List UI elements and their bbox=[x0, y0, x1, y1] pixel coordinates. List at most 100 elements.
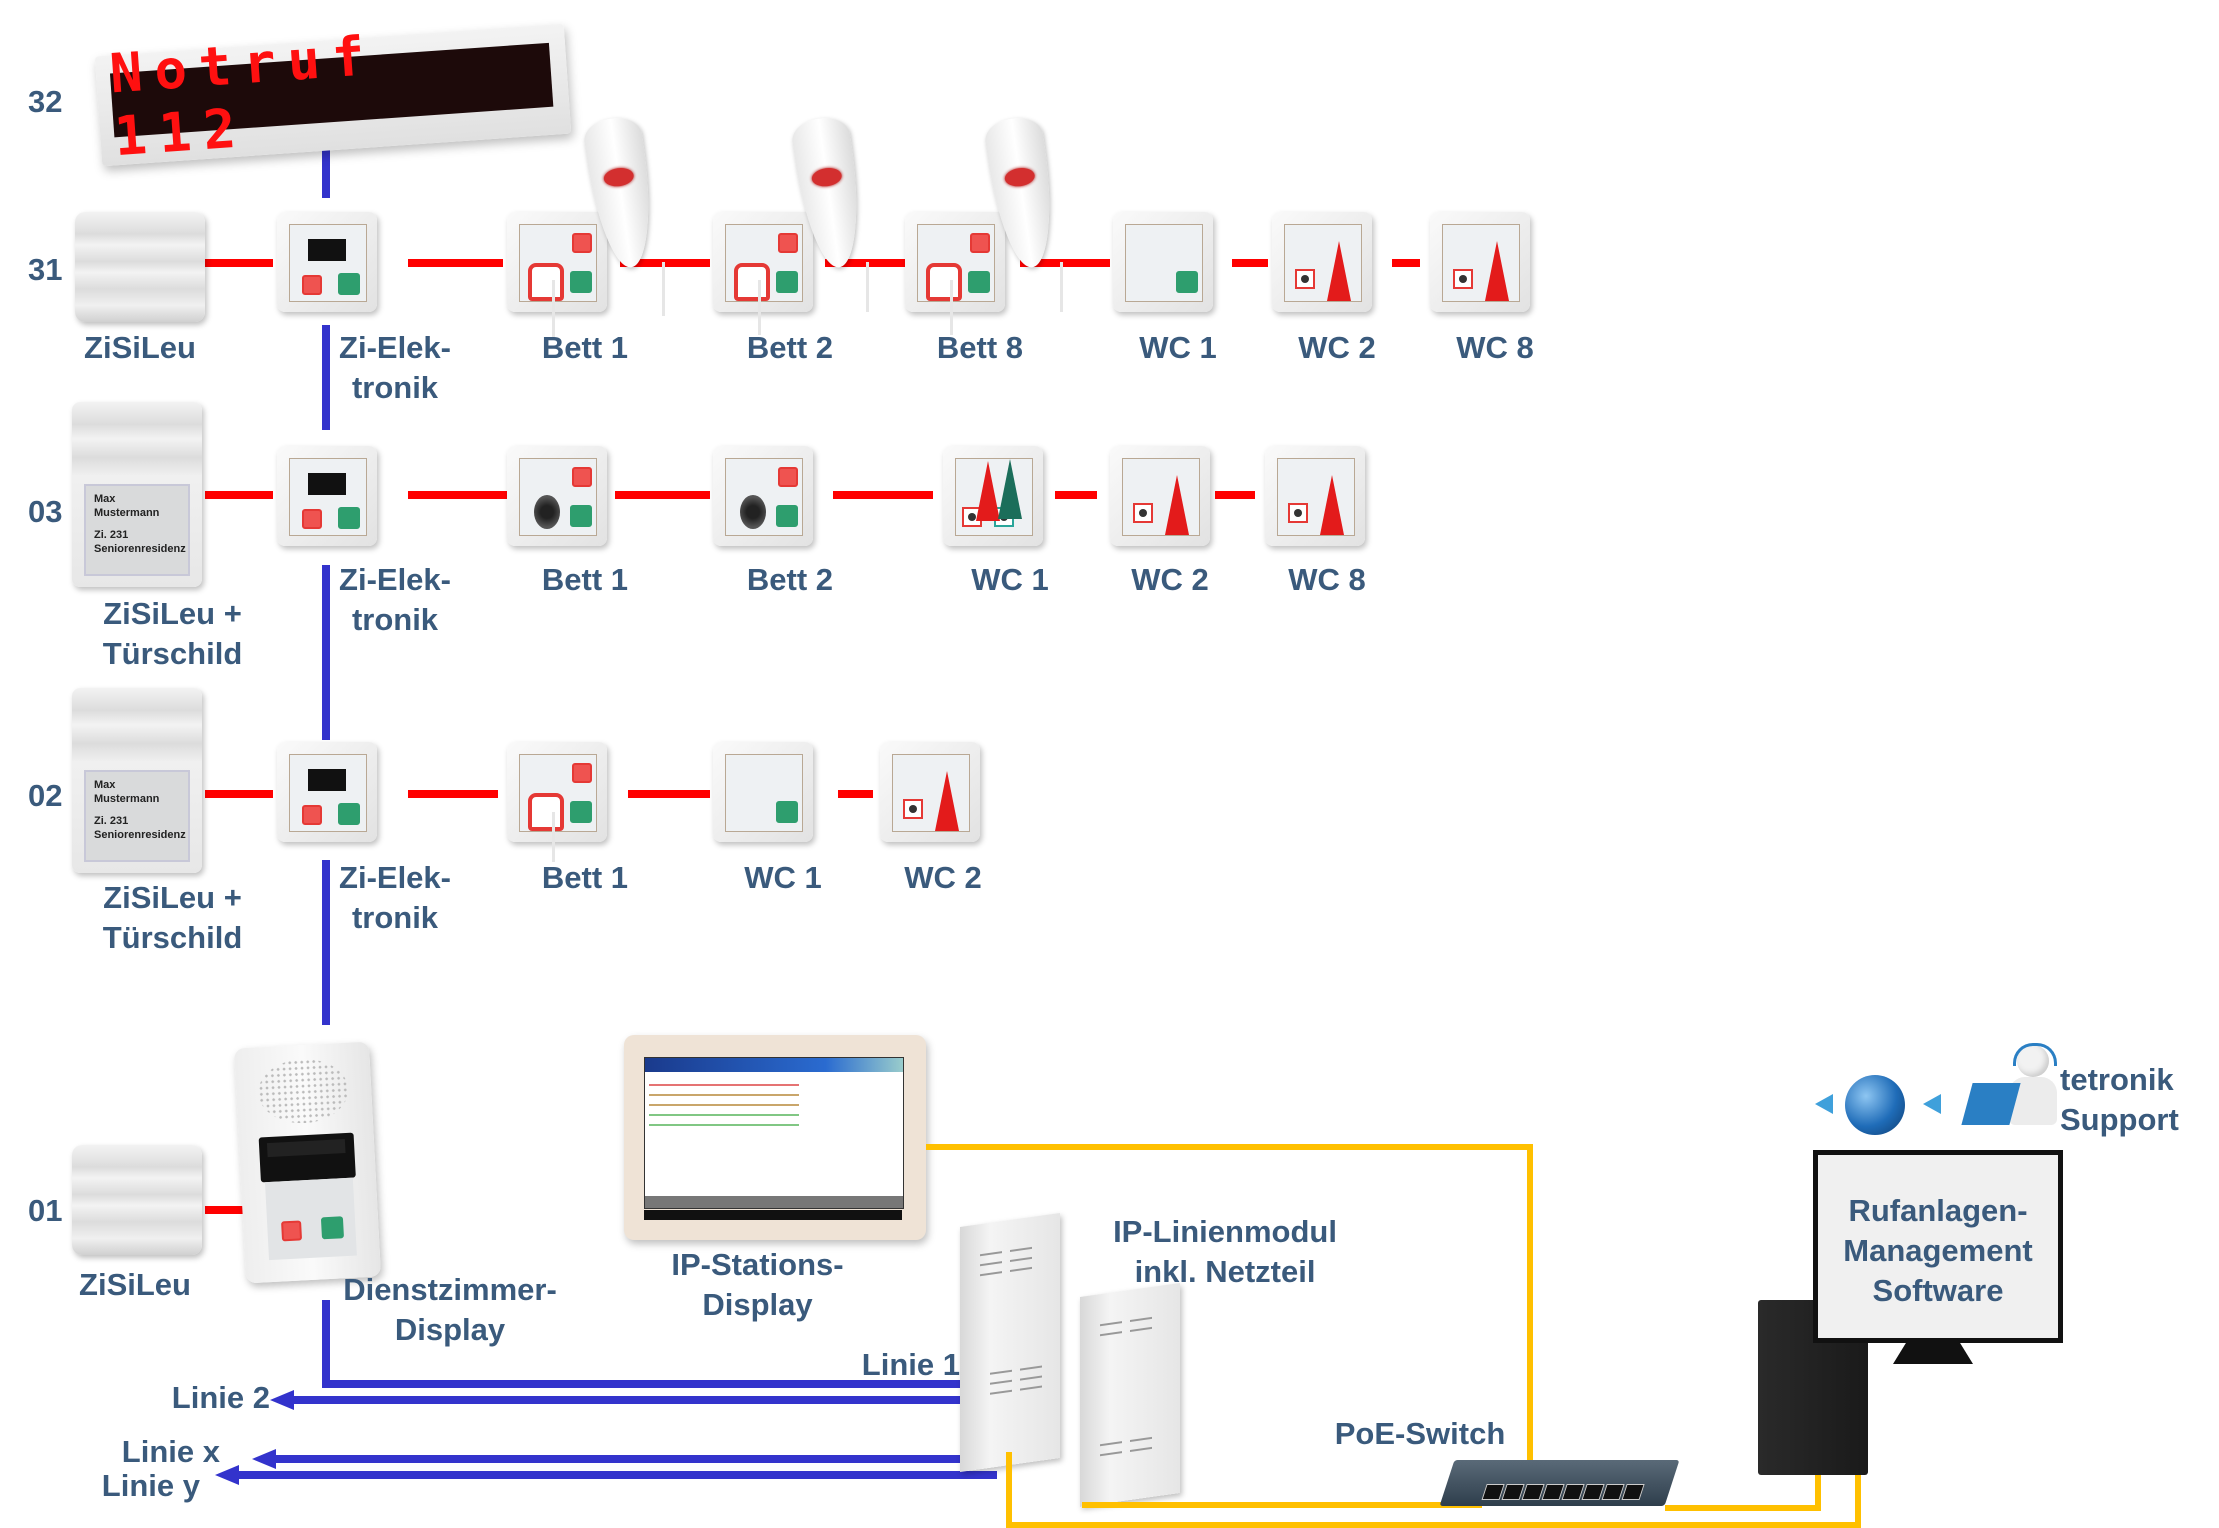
linie-y-label: Linie y bbox=[101, 1468, 200, 1503]
pendant-cord bbox=[662, 262, 665, 316]
bed-call-device bbox=[713, 212, 813, 312]
zisileu-device bbox=[72, 1145, 202, 1255]
poe-switch-label: PoE-Switch bbox=[1334, 1416, 1506, 1451]
wc-pull-device bbox=[1430, 212, 1530, 312]
bed-socket-device bbox=[713, 446, 813, 546]
line-bus-segment bbox=[322, 565, 330, 740]
linie-1-label: Linie 1 bbox=[861, 1347, 960, 1382]
device-label: WC 8 bbox=[1288, 562, 1366, 597]
ip-line-module-label: IP-Linienmodul inkl. Netzteil bbox=[1113, 1214, 1337, 1289]
zi-elektronik-device bbox=[277, 742, 377, 842]
row-number-01: 01 bbox=[28, 1193, 63, 1228]
device-label: Bett 1 bbox=[541, 330, 629, 365]
device-label: Bett 2 bbox=[746, 330, 834, 365]
room-bus-segment bbox=[1232, 259, 1268, 267]
room-bus-segment bbox=[205, 1206, 268, 1214]
room-bus-segment bbox=[205, 790, 273, 798]
wc-reset-device bbox=[1113, 212, 1213, 312]
row-number-02: 02 bbox=[28, 778, 63, 813]
device-label: ZiSiLeu + Türschild bbox=[102, 596, 243, 671]
bed-socket-device bbox=[507, 446, 607, 546]
device-label: WC 1 bbox=[1139, 330, 1217, 365]
zi-elektronik-device bbox=[277, 212, 377, 312]
line-bus-segment bbox=[322, 142, 330, 198]
management-software-label: Rufanlagen- Management Software bbox=[1843, 1193, 2033, 1308]
zisileu-door-sign-device: Max Mustermann Zi. 231 Seniorenresidenz bbox=[72, 688, 202, 873]
ethernet-cable bbox=[1006, 1452, 1012, 1528]
ethernet-cable bbox=[1527, 1144, 1533, 1469]
pendant-cord bbox=[866, 262, 869, 312]
poe-switch-device bbox=[1439, 1460, 1680, 1506]
room-bus-segment bbox=[205, 259, 273, 267]
ethernet-cable bbox=[1815, 1475, 1821, 1511]
line-bus-segment bbox=[322, 860, 330, 1025]
bed-call-device bbox=[507, 212, 607, 312]
room-bus-segment bbox=[1392, 259, 1420, 267]
zi-elektronik-device bbox=[277, 446, 377, 546]
room-bus-segment bbox=[408, 491, 508, 499]
device-label: Bett 1 bbox=[541, 562, 629, 597]
row-number-31: 31 bbox=[28, 252, 63, 287]
arrow-left-icon bbox=[1923, 1094, 1941, 1114]
device-label: Zi-Elek- tronik bbox=[339, 562, 451, 637]
door-sign: Max Mustermann Zi. 231 Seniorenresidenz bbox=[84, 770, 190, 862]
management-monitor: Rufanlagen- Management Software bbox=[1813, 1150, 2063, 1343]
linie-y-arrow bbox=[215, 1465, 239, 1485]
device-label: WC 8 bbox=[1456, 330, 1534, 365]
corridor-display: Notruf 112 bbox=[94, 23, 572, 168]
device-label: Zi-Elek- tronik bbox=[339, 330, 451, 405]
linie-x-label: Linie x bbox=[121, 1434, 220, 1469]
duty-room-display-device bbox=[233, 1041, 382, 1284]
line-bus-segment bbox=[322, 1300, 330, 1388]
room-bus-segment bbox=[1055, 491, 1097, 499]
room-bus-segment bbox=[408, 259, 503, 267]
globe-icon bbox=[1845, 1075, 1905, 1135]
room-bus-segment bbox=[628, 790, 710, 798]
device-label: Bett 8 bbox=[936, 330, 1024, 365]
ip-station-display-device bbox=[624, 1035, 926, 1240]
row-number-32: 32 bbox=[28, 84, 63, 119]
wc-pull-device bbox=[1265, 446, 1365, 546]
device-label: WC 1 bbox=[744, 860, 822, 895]
device-label: ZiSiLeu bbox=[79, 1267, 191, 1302]
room-bus-segment bbox=[205, 491, 273, 499]
monitor-stand bbox=[1893, 1338, 1973, 1364]
bed-call-device bbox=[905, 212, 1005, 312]
linie-2-bus bbox=[290, 1396, 985, 1404]
room-bus-segment bbox=[838, 790, 873, 798]
bed-cable bbox=[552, 812, 555, 862]
line-bus-segment bbox=[322, 325, 330, 430]
bed-cable bbox=[758, 280, 761, 335]
linie-x-arrow bbox=[252, 1449, 276, 1469]
linie-2-label: Linie 2 bbox=[171, 1380, 270, 1415]
device-label: ZiSiLeu bbox=[84, 330, 196, 365]
device-label: IP-Stations- Display bbox=[671, 1247, 844, 1322]
linie-x-bus bbox=[272, 1455, 997, 1463]
arrow-left-icon bbox=[1815, 1094, 1833, 1114]
ethernet-cable bbox=[926, 1144, 1533, 1150]
zisileu-door-sign-device: Max Mustermann Zi. 231 Seniorenresidenz bbox=[72, 402, 202, 587]
device-label: Bett 2 bbox=[746, 562, 834, 597]
device-label: WC 2 bbox=[1298, 330, 1376, 365]
room-bus-segment bbox=[1020, 259, 1110, 267]
wc-pull-device bbox=[1110, 446, 1210, 546]
device-label: Dienstzimmer- Display bbox=[343, 1272, 557, 1347]
zisileu-device bbox=[75, 212, 205, 322]
linie-1-bus bbox=[322, 1380, 982, 1388]
bed-cable bbox=[552, 280, 555, 340]
device-label: ZiSiLeu + Türschild bbox=[102, 880, 243, 955]
wc-pull-double-device bbox=[943, 446, 1043, 546]
room-bus-segment bbox=[1215, 491, 1255, 499]
support-label: tetronik Support bbox=[2060, 1062, 2179, 1137]
linie-2-arrow bbox=[270, 1390, 294, 1410]
pendant-cord bbox=[1060, 262, 1063, 312]
ip-line-module-2 bbox=[1080, 1282, 1180, 1508]
ethernet-cable bbox=[1665, 1505, 1820, 1511]
bed-cable bbox=[950, 280, 953, 335]
wc-pull-device bbox=[1272, 212, 1372, 312]
device-label: WC 2 bbox=[1131, 562, 1209, 597]
corridor-display-text: Notruf 112 bbox=[107, 23, 379, 169]
device-label: WC 2 bbox=[904, 860, 982, 895]
room-bus-segment bbox=[833, 491, 933, 499]
ethernet-cable bbox=[1855, 1475, 1861, 1528]
